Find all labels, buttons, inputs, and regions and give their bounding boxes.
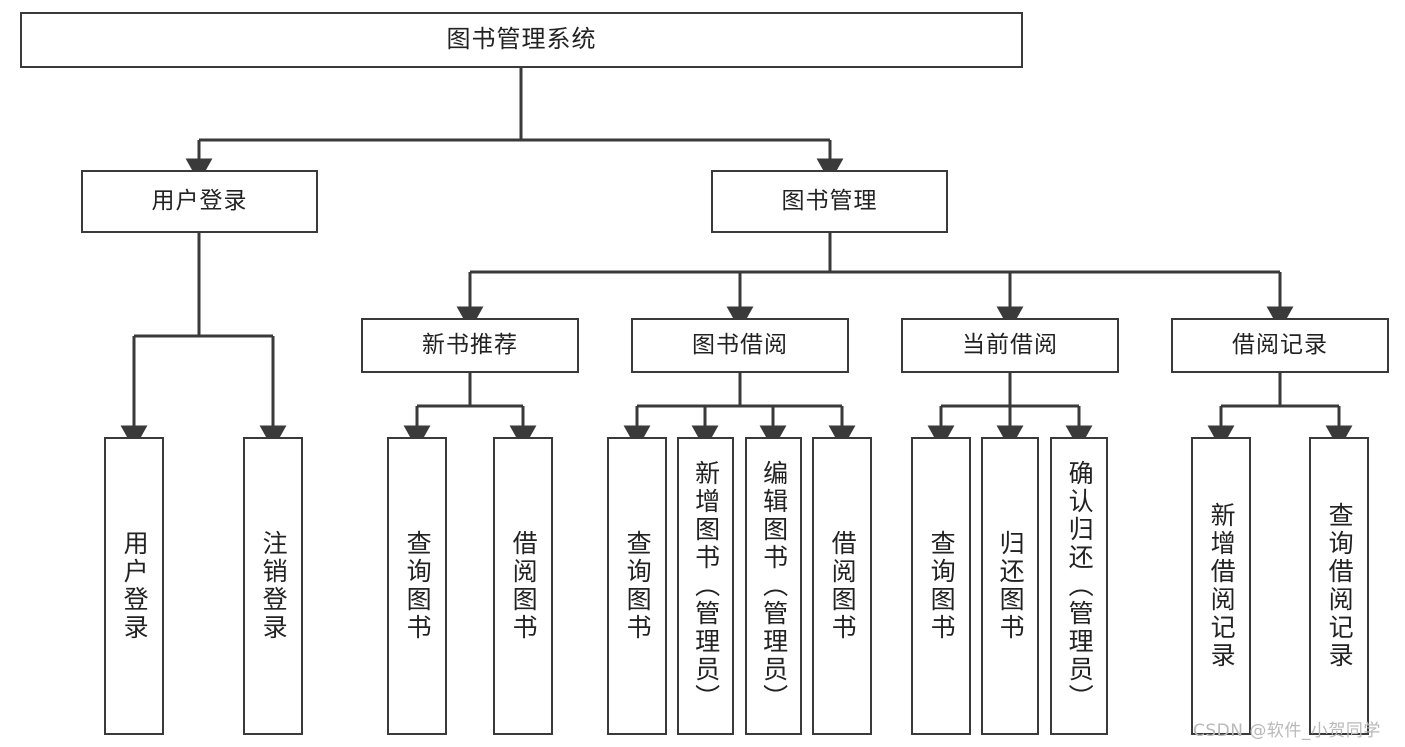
node-label: 用户登录: [151, 188, 248, 215]
leaf-user-login[interactable]: 用户登录: [104, 437, 164, 735]
leaf-query-book-current[interactable]: 查询图书: [911, 437, 971, 735]
node-label: 当前借阅: [962, 332, 1058, 359]
node-label: 确认归还（管理员）: [1065, 460, 1095, 712]
leaf-query-book-recommend[interactable]: 查询图书: [387, 437, 447, 735]
node-label: 借阅图书: [828, 530, 858, 642]
leaf-query-borrow-record[interactable]: 查询借阅记录: [1309, 437, 1369, 735]
node-label: 图书管理: [781, 188, 878, 215]
node-label: 查询借阅记录: [1325, 502, 1355, 670]
node-borrow-record[interactable]: 借阅记录: [1171, 318, 1389, 373]
leaf-logout[interactable]: 注销登录: [243, 437, 303, 735]
leaf-query-book-borrow[interactable]: 查询图书: [607, 437, 667, 735]
node-label: 查询图书: [623, 530, 653, 642]
node-label: 注销登录: [259, 530, 289, 642]
node-book-management[interactable]: 图书管理: [711, 170, 948, 233]
node-label: 新增借阅记录: [1207, 502, 1237, 670]
node-label: 用户登录: [120, 530, 150, 642]
node-new-book-recommend[interactable]: 新书推荐: [361, 318, 579, 373]
node-book-borrow[interactable]: 图书借阅: [631, 318, 849, 373]
node-label: 编辑图书（管理员）: [759, 460, 789, 712]
leaf-add-book[interactable]: 新增图书（管理员）: [677, 437, 734, 735]
leaf-borrow-book-recommend[interactable]: 借阅图书: [493, 437, 553, 735]
leaf-return-book[interactable]: 归还图书: [981, 437, 1039, 735]
leaf-add-borrow-record[interactable]: 新增借阅记录: [1191, 437, 1251, 735]
csdn-watermark: CSDN @软件_小贺同学: [1193, 721, 1381, 741]
leaf-edit-book[interactable]: 编辑图书（管理员）: [745, 437, 802, 735]
node-label: 归还图书: [996, 530, 1026, 642]
node-user-login[interactable]: 用户登录: [81, 170, 318, 233]
node-label: 新增图书（管理员）: [691, 460, 721, 712]
leaf-borrow-book[interactable]: 借阅图书: [812, 437, 872, 735]
node-label: 查询图书: [927, 530, 957, 642]
node-label: 新书推荐: [422, 332, 518, 359]
node-label: 图书借阅: [692, 332, 788, 359]
node-current-borrow[interactable]: 当前借阅: [901, 318, 1119, 373]
node-label: 借阅记录: [1232, 332, 1328, 359]
node-label: 借阅图书: [509, 530, 539, 642]
leaf-confirm-return[interactable]: 确认归还（管理员）: [1050, 437, 1108, 735]
node-root-system[interactable]: 图书管理系统: [20, 12, 1023, 68]
node-label: 图书管理系统: [446, 25, 597, 54]
node-label: 查询图书: [403, 530, 433, 642]
